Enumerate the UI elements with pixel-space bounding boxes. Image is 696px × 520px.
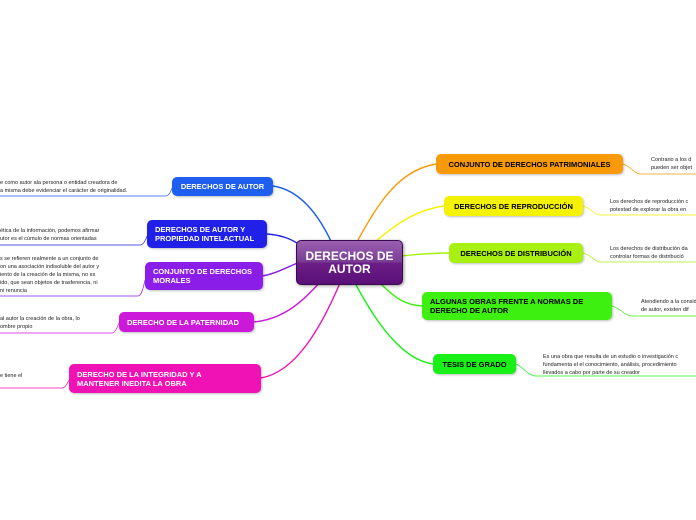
- central-topic-label: DERECHOS DE AUTOR: [305, 248, 394, 276]
- underline-note-r1: [622, 163, 696, 175]
- note-distribucion: Los derechos de distribución da controla…: [610, 246, 688, 260]
- note-derechos-de-autor: e como autor ala persona o entidad cread…: [0, 180, 128, 194]
- node-derechos-morales[interactable]: CONJUNTO DE DERECHOS MORALES: [145, 262, 263, 290]
- link-integridad: [260, 282, 341, 379]
- node-label: DERECHOS DE AUTOR Y PROPIEDAD INTELACTUA…: [155, 225, 255, 243]
- underline-note-r5: [515, 363, 696, 377]
- node-patrimoniales[interactable]: CONJUNTO DE DERECHOS PATRIMONIALES: [436, 154, 623, 174]
- link-derechos-morales: [261, 261, 301, 277]
- note-integridad: e tiene el: [0, 373, 23, 379]
- node-reproduccion[interactable]: DERECHOS DE REPRODUCCIÓN: [444, 196, 583, 216]
- node-label: CONJUNTO DE DERECHOS MORALES: [153, 267, 253, 285]
- node-label: DERECHO DE LA PATERNIDAD: [127, 317, 239, 327]
- note-paternidad: al autor la creación de la obra, lo ombr…: [0, 316, 80, 330]
- node-paternidad[interactable]: DERECHO DE LA PATERNIDAD: [119, 312, 254, 332]
- note-tesis: Es una obra que resulta de un estudio o …: [543, 354, 679, 376]
- node-distribucion[interactable]: DERECHOS DE DISTRIBUCIÓN: [449, 243, 583, 263]
- node-label: DERECHO DE LA INTEGRIDAD Y A MANTENER IN…: [77, 369, 202, 388]
- link-derechos-de-autor: [272, 185, 336, 251]
- note-propiedad-intelectual: ética de la información, podemos afirmar…: [0, 228, 100, 242]
- node-algunas-obras[interactable]: ALGUNAS OBRAS FRENTE A NORMAS DE DERECHO…: [422, 292, 612, 320]
- underline-note-1: [0, 187, 173, 197]
- note-algunas-obras: Atendiendo a la consid de autor, existen…: [641, 299, 696, 313]
- node-label: TESIS DE GRADO: [442, 359, 507, 369]
- node-label: DERECHOS DE DISTRIBUCIÓN: [460, 248, 572, 258]
- note-derechos-morales: s se refieren realmente a un conjunto de…: [0, 256, 100, 294]
- central-topic[interactable]: DERECHOS DE AUTOR: [296, 240, 403, 285]
- underline-note-r4: [611, 305, 696, 317]
- link-patrimoniales: [357, 163, 437, 241]
- node-label: DERECHOS DE REPRODUCCIÓN: [454, 201, 573, 211]
- underline-note-2: [0, 235, 148, 246]
- link-tesis: [354, 282, 434, 365]
- note-patrimoniales: Contrario a los d pueden ser objet: [651, 157, 692, 171]
- node-label: ALGUNAS OBRAS FRENTE A NORMAS DE DERECHO…: [430, 297, 584, 315]
- link-distribucion: [400, 252, 450, 257]
- link-reproduccion: [374, 205, 445, 243]
- underline-note-4: [0, 322, 120, 334]
- node-derechos-de-autor[interactable]: DERECHOS DE AUTOR: [172, 177, 273, 196]
- node-label: DERECHOS DE AUTOR: [180, 182, 265, 191]
- underline-note-r2: [582, 205, 696, 216]
- node-label: CONJUNTO DE DERECHOS PATRIMONIALES: [448, 159, 611, 169]
- node-propiedad-intelectual[interactable]: DERECHOS DE AUTOR Y PROPIEDAD INTELACTUA…: [147, 220, 267, 248]
- underline-note-r3: [582, 252, 696, 263]
- link-paternidad: [252, 281, 321, 323]
- node-integridad[interactable]: DERECHO DE LA INTEGRIDAD Y A MANTENER IN…: [69, 364, 261, 393]
- underline-note-5: [0, 379, 70, 389]
- underline-note-3: [0, 279, 146, 297]
- link-algunas-obras: [379, 282, 423, 307]
- node-tesis[interactable]: TESIS DE GRADO: [433, 354, 516, 374]
- note-reproduccion: Los derechos de reproducción c potestad …: [610, 199, 689, 213]
